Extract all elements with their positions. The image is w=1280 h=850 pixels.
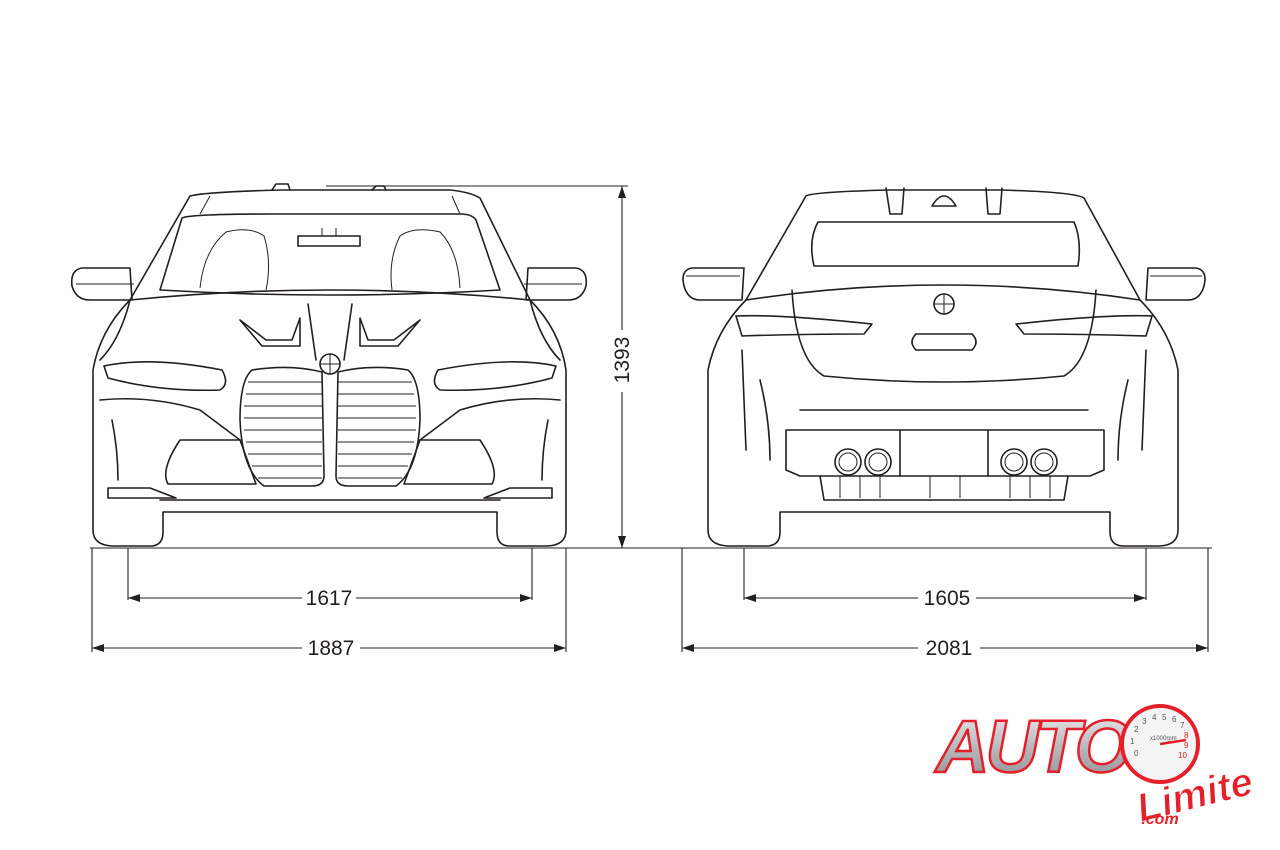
svg-text:5: 5 bbox=[1162, 713, 1167, 722]
svg-text:2: 2 bbox=[1134, 725, 1139, 734]
svg-text:0: 0 bbox=[1134, 749, 1139, 758]
svg-text:9: 9 bbox=[1184, 741, 1189, 750]
dimension-lines bbox=[90, 185, 1212, 652]
height-label: 1393 bbox=[611, 337, 634, 384]
rear-view bbox=[682, 187, 1206, 547]
svg-text:7: 7 bbox=[1180, 721, 1185, 730]
autolimite-logo: AUTO 0 1 2 3 4 5 6 7 8 9 10 x1000rpm Lim… bbox=[933, 704, 1258, 831]
svg-text:1: 1 bbox=[1130, 737, 1135, 746]
tachometer-icon: 0 1 2 3 4 5 6 7 8 9 10 x1000rpm bbox=[1120, 704, 1200, 784]
front-width-label: 1887 bbox=[308, 637, 355, 660]
svg-text:3: 3 bbox=[1142, 717, 1147, 726]
rear-track-label: 1605 bbox=[924, 587, 971, 610]
gauge-label: x1000rpm bbox=[1150, 736, 1177, 742]
rear-width-label: 2081 bbox=[926, 637, 973, 660]
logo-domain: .com bbox=[1141, 811, 1178, 828]
svg-text:4: 4 bbox=[1152, 713, 1157, 722]
svg-text:6: 6 bbox=[1172, 715, 1177, 724]
svg-text:10: 10 bbox=[1178, 751, 1187, 760]
front-track-label: 1617 bbox=[306, 587, 353, 610]
svg-text:8: 8 bbox=[1184, 731, 1189, 740]
logo-word: AUTO bbox=[934, 705, 1132, 788]
front-view bbox=[70, 183, 588, 547]
